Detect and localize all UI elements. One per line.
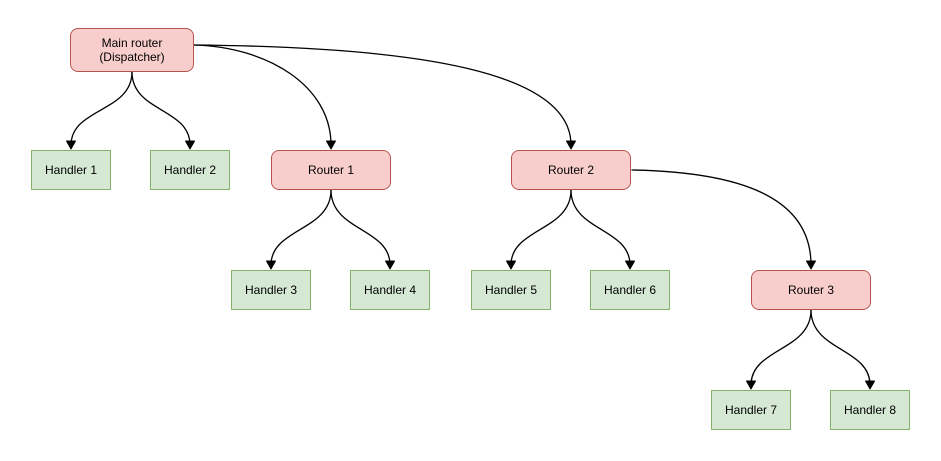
node-router-3[interactable]: Router 3 bbox=[751, 270, 871, 310]
node-handler-7[interactable]: Handler 7 bbox=[711, 390, 791, 430]
edge-router-2-to-router-3-arrowhead bbox=[806, 260, 816, 270]
edge-router-2-to-handler-5-arrowhead bbox=[506, 260, 516, 270]
node-label-main-router: Main router (Dispatcher) bbox=[99, 36, 165, 64]
node-router-1[interactable]: Router 1 bbox=[271, 150, 391, 190]
edge-router-1-to-handler-3 bbox=[270, 189, 332, 266]
edge-router-1-to-handler-4 bbox=[330, 189, 391, 266]
edge-main-to-handler-1-arrowhead bbox=[66, 140, 76, 150]
edge-router-1-to-handler-3-arrowhead bbox=[266, 260, 276, 270]
node-main-router[interactable]: Main router (Dispatcher) bbox=[70, 28, 194, 72]
node-label-handler-7: Handler 7 bbox=[724, 403, 778, 417]
node-handler-4[interactable]: Handler 4 bbox=[350, 270, 430, 310]
node-label-handler-8: Handler 8 bbox=[843, 403, 897, 417]
node-label-router-3: Router 3 bbox=[787, 283, 835, 297]
edge-router-3-to-handler-8 bbox=[810, 309, 871, 386]
edge-router-2-to-handler-6-arrowhead bbox=[625, 260, 635, 270]
node-handler-1[interactable]: Handler 1 bbox=[31, 150, 111, 190]
node-label-router-2: Router 2 bbox=[547, 163, 595, 177]
edge-router-2-to-handler-5 bbox=[510, 189, 572, 266]
edge-main-to-router-2-arrowhead bbox=[566, 140, 576, 150]
node-handler-6[interactable]: Handler 6 bbox=[590, 270, 670, 310]
node-label-handler-4: Handler 4 bbox=[363, 283, 417, 297]
edge-main-to-router-1-arrowhead bbox=[326, 140, 336, 150]
edge-router-3-to-handler-7-arrowhead bbox=[746, 380, 756, 390]
node-label-handler-2: Handler 2 bbox=[163, 163, 217, 177]
edge-main-to-handler-1 bbox=[70, 71, 133, 146]
edge-main-to-router-2 bbox=[193, 44, 572, 146]
edge-main-to-handler-2 bbox=[131, 71, 191, 146]
node-router-2[interactable]: Router 2 bbox=[511, 150, 631, 190]
edge-router-2-to-router-3 bbox=[631, 169, 812, 266]
node-handler-3[interactable]: Handler 3 bbox=[231, 270, 311, 310]
edge-router-3-to-handler-8-arrowhead bbox=[865, 380, 875, 390]
edge-router-2-to-handler-6 bbox=[570, 189, 631, 266]
node-handler-5[interactable]: Handler 5 bbox=[471, 270, 551, 310]
node-label-handler-5: Handler 5 bbox=[484, 283, 538, 297]
node-label-handler-3: Handler 3 bbox=[244, 283, 298, 297]
edge-main-to-handler-2-arrowhead bbox=[185, 140, 195, 150]
node-handler-2[interactable]: Handler 2 bbox=[150, 150, 230, 190]
edge-router-3-to-handler-7 bbox=[750, 309, 812, 386]
node-label-router-1: Router 1 bbox=[307, 163, 355, 177]
edge-router-1-to-handler-4-arrowhead bbox=[385, 260, 395, 270]
node-label-handler-6: Handler 6 bbox=[603, 283, 657, 297]
edge-main-to-router-1 bbox=[193, 44, 332, 146]
node-handler-8[interactable]: Handler 8 bbox=[830, 390, 910, 430]
node-label-handler-1: Handler 1 bbox=[44, 163, 98, 177]
